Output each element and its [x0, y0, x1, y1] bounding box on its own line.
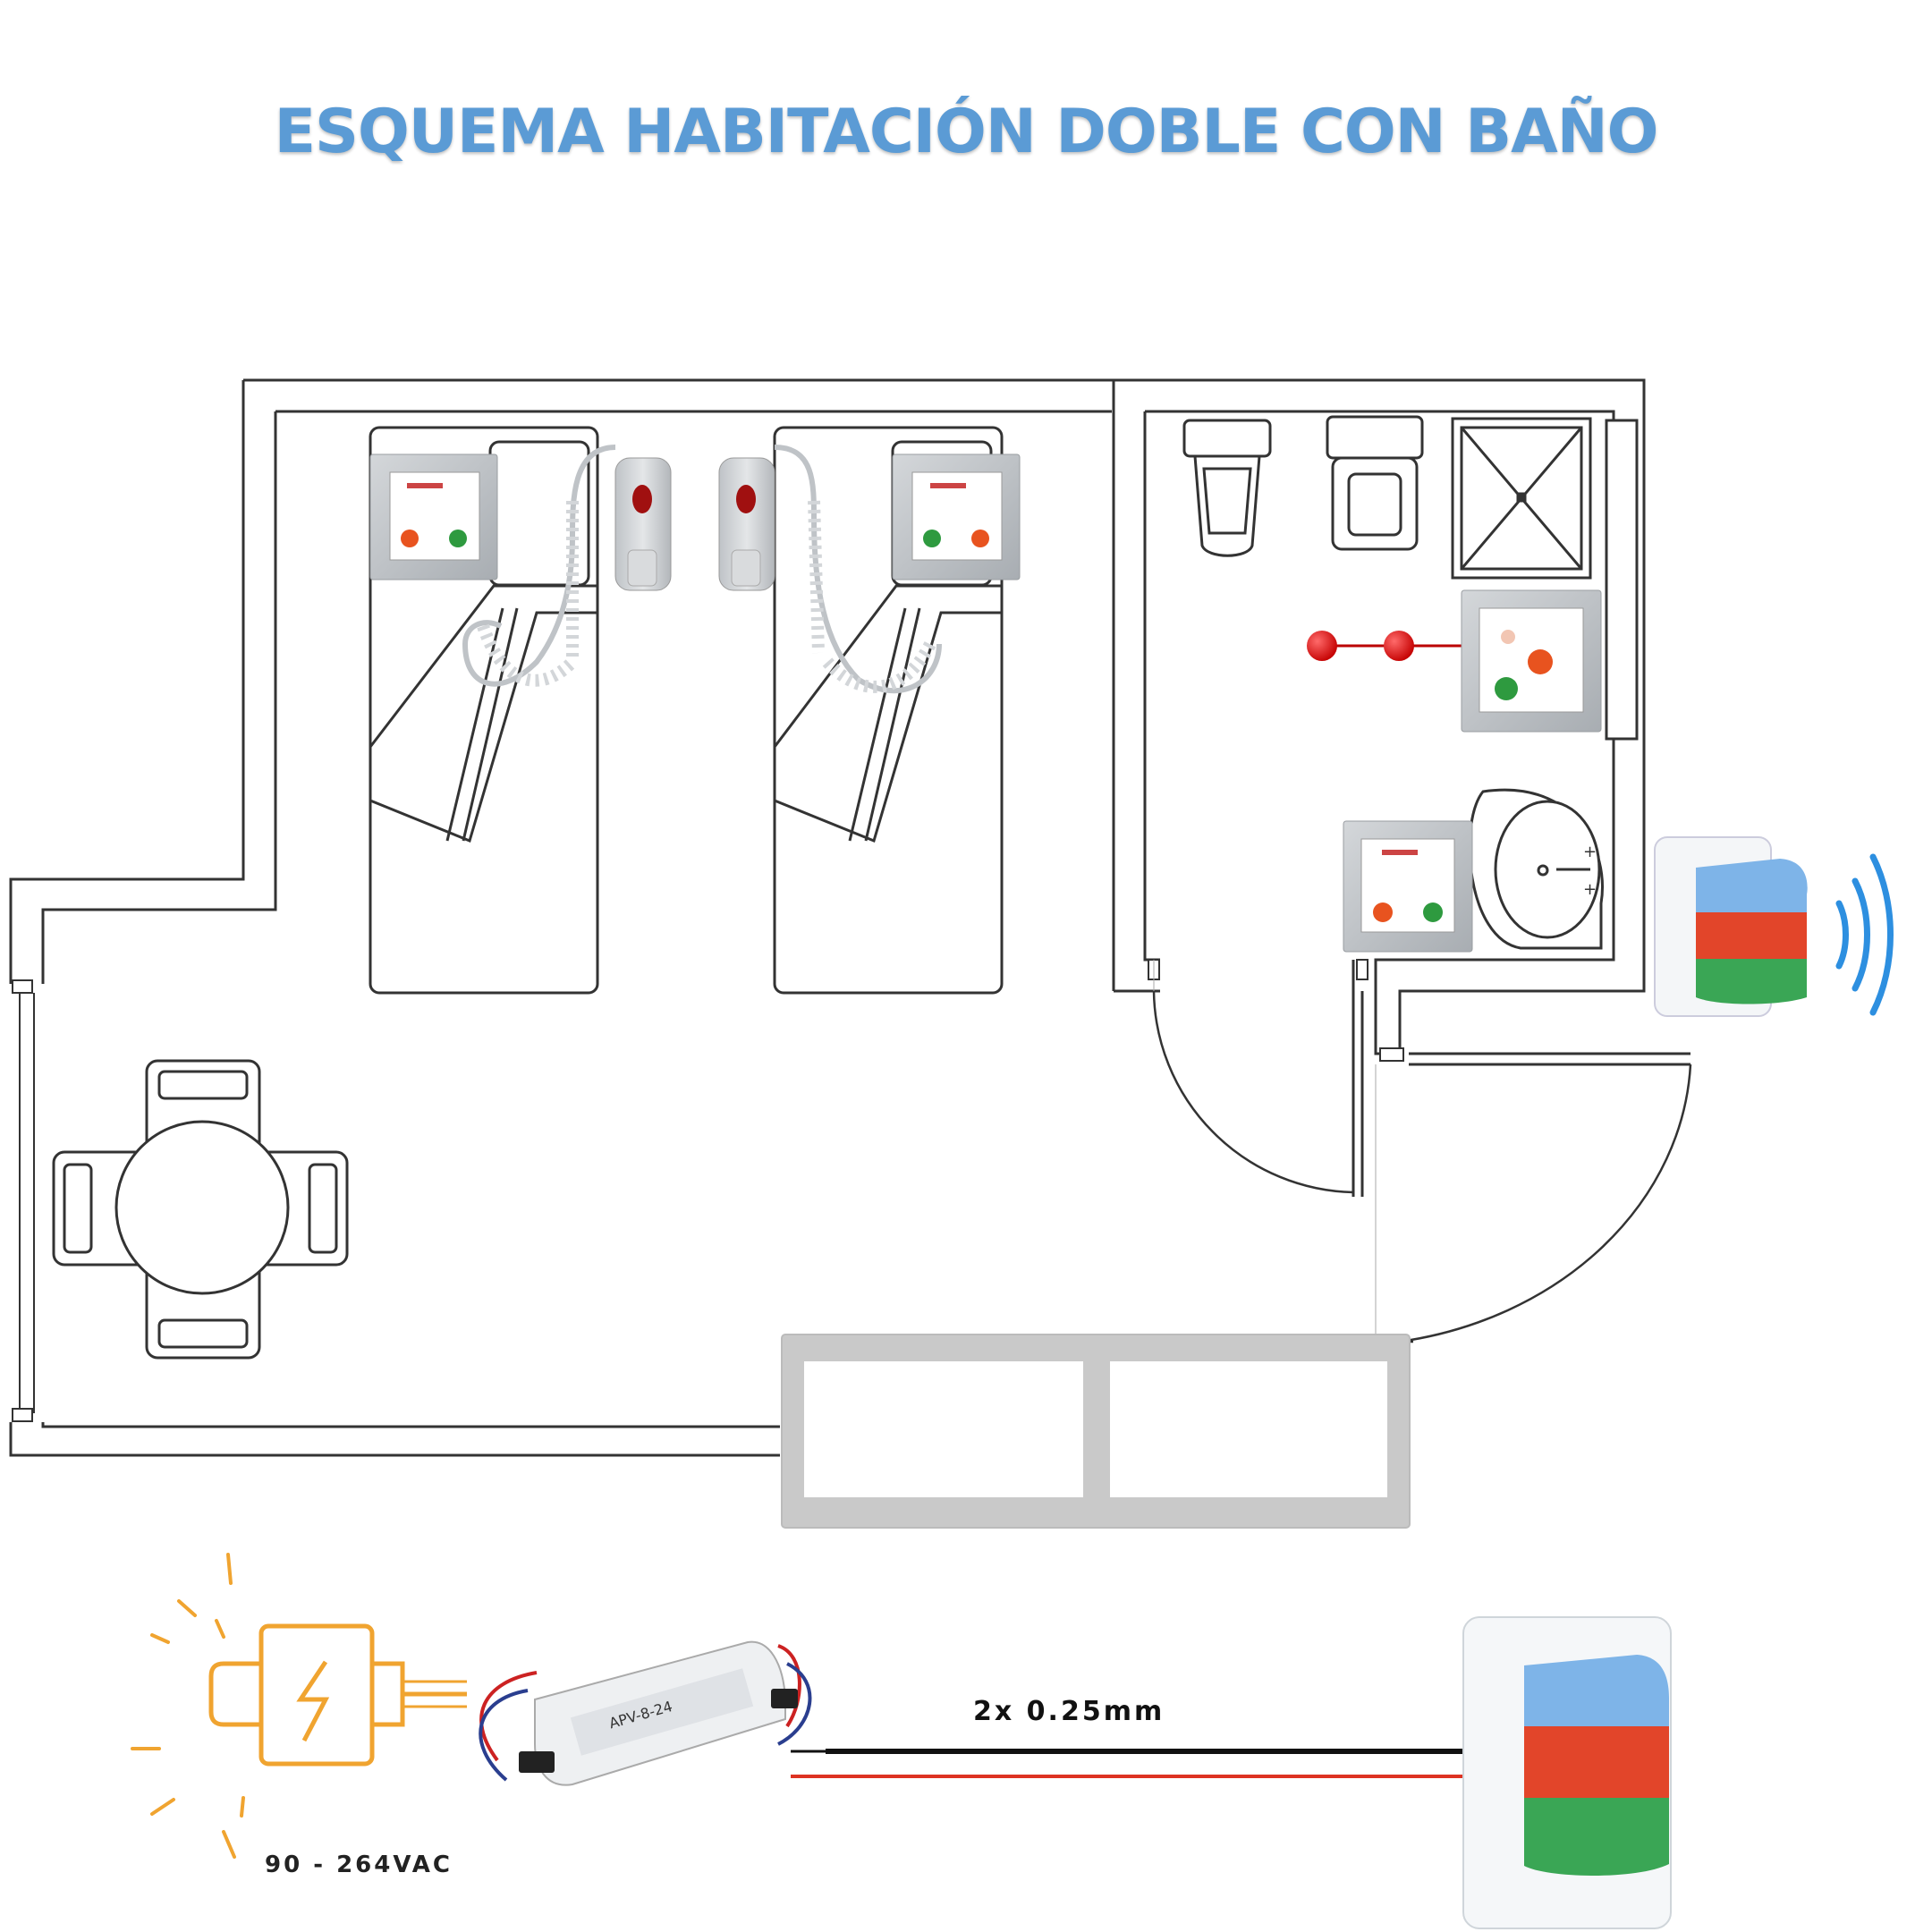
wireless-signal-icon: [1835, 853, 1894, 1016]
main-door: [1391, 1063, 1692, 1343]
power-plug-icon: [208, 1623, 467, 1767]
bathroom-door: [1152, 960, 1355, 1194]
corridor-light-1: [1654, 836, 1808, 1017]
lightning-icon: [296, 1660, 330, 1742]
sink: + +: [1468, 788, 1604, 950]
coiled-cord-2: [774, 445, 942, 694]
bed-panel-2: [892, 453, 1021, 580]
coiled-cord-1: [462, 445, 616, 687]
bathroom-pull-panel: [1307, 589, 1602, 733]
pendant-call-button-2: [718, 457, 775, 591]
voltage-label: 90 - 264VAC: [265, 1852, 453, 1878]
bathroom-call-panel: [1343, 820, 1473, 953]
pendant-call-button-1: [614, 457, 672, 591]
spark-lines: [131, 1553, 245, 1859]
window-frame: [781, 1334, 1411, 1529]
urinal: [1182, 419, 1272, 557]
power-supply-unit: APV-8-24: [479, 1640, 812, 1786]
cable-pair: [791, 1749, 1467, 1778]
shower: [1451, 417, 1639, 741]
cable-spec-label: 2x 0.25mm: [973, 1696, 1165, 1727]
toilet: [1326, 415, 1424, 551]
svg-text:+: +: [1583, 843, 1597, 861]
svg-text:+: +: [1583, 880, 1597, 899]
corridor-light-2: [1462, 1616, 1672, 1929]
table-with-chairs: [52, 1059, 349, 1360]
bed-panel-1: [369, 453, 498, 580]
page-title: ESQUEMA HABITACIÓN DOBLE CON BAÑO: [274, 97, 1659, 167]
